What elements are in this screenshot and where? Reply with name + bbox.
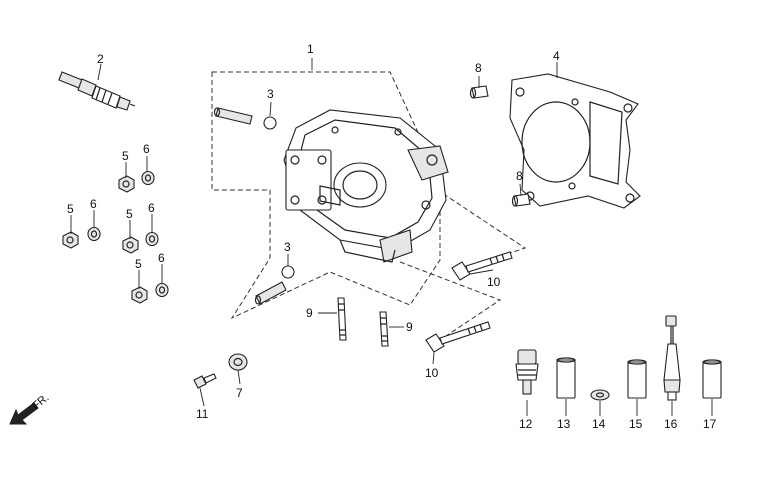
- callout-6-d: 6: [158, 251, 165, 265]
- washer-part-b[interactable]: [87, 226, 101, 242]
- callout-10-upper: 10: [487, 275, 501, 289]
- cylinder-gasket-part[interactable]: [509, 73, 641, 209]
- callout-3-lower: 3: [284, 240, 291, 254]
- washer-part-14[interactable]: [590, 389, 610, 401]
- valve-guide-upper-part[interactable]: [213, 107, 277, 130]
- callout-numbers: 1 2 3 3 4 8 8 5 6 5 6 5 6 5 6 9 9 10 10 …: [67, 42, 717, 431]
- washer-part-c[interactable]: [145, 231, 159, 247]
- spark-plug-part[interactable]: [58, 71, 136, 111]
- callout-9-left: 9: [306, 306, 313, 320]
- front-direction-arrow-icon: [9, 402, 39, 425]
- stud-bolt-left-part[interactable]: [337, 297, 347, 341]
- nut-part-c[interactable]: [122, 236, 139, 254]
- callout-5-b: 5: [67, 202, 74, 216]
- bolt-reference-dash-upper: [429, 184, 527, 271]
- callout-11: 11: [196, 407, 209, 421]
- sleeve-part-13[interactable]: [556, 357, 576, 399]
- sleeve-part-15[interactable]: [627, 359, 647, 399]
- cylinder-head-part[interactable]: [283, 109, 449, 263]
- callout-5-c: 5: [126, 207, 133, 221]
- callout-6-b: 6: [90, 197, 97, 211]
- callout-15: 15: [629, 417, 643, 431]
- callout-16: 16: [664, 417, 678, 431]
- callout-7: 7: [236, 386, 243, 400]
- oxygen-sensor-part[interactable]: [663, 315, 681, 401]
- callout-14: 14: [592, 417, 606, 431]
- callout-8-upper: 8: [475, 61, 482, 75]
- callout-8-lower: 8: [516, 169, 523, 183]
- callout-5-d: 5: [135, 257, 142, 271]
- dowel-pin-lower-part[interactable]: [511, 193, 531, 207]
- nut-part-b[interactable]: [62, 231, 79, 249]
- leader-lines: [70, 58, 713, 416]
- stud-bolt-right-part[interactable]: [379, 311, 389, 347]
- callout-10-lower: 10: [425, 366, 439, 380]
- callout-5-a: 5: [122, 149, 129, 163]
- callout-1: 1: [307, 42, 314, 56]
- nut-part-d[interactable]: [131, 286, 148, 304]
- front-direction-indicator: FR.: [9, 392, 52, 425]
- washer-part-a[interactable]: [141, 170, 155, 186]
- temperature-sensor-part[interactable]: [515, 349, 539, 395]
- callout-9-right: 9: [406, 320, 413, 334]
- callout-13: 13: [557, 417, 571, 431]
- callout-6-c: 6: [148, 201, 155, 215]
- callout-2: 2: [97, 52, 104, 66]
- callout-17: 17: [703, 417, 717, 431]
- washer-part-d[interactable]: [155, 282, 169, 298]
- callout-3-upper: 3: [267, 87, 274, 101]
- nut-part-a[interactable]: [118, 175, 135, 193]
- callout-6-a: 6: [143, 142, 150, 156]
- valve-guide-lower-part[interactable]: [254, 265, 295, 305]
- long-bolt-upper-part[interactable]: [451, 251, 513, 281]
- small-bolt-part[interactable]: [193, 373, 217, 389]
- sleeve-part-17[interactable]: [702, 359, 722, 399]
- dowel-pin-upper-part[interactable]: [469, 85, 489, 99]
- sealing-washer-part[interactable]: [228, 353, 248, 371]
- bolt-reference-dash-lower: [399, 261, 502, 341]
- callout-4: 4: [553, 49, 560, 63]
- callout-12: 12: [519, 417, 533, 431]
- long-bolt-lower-part[interactable]: [425, 321, 491, 353]
